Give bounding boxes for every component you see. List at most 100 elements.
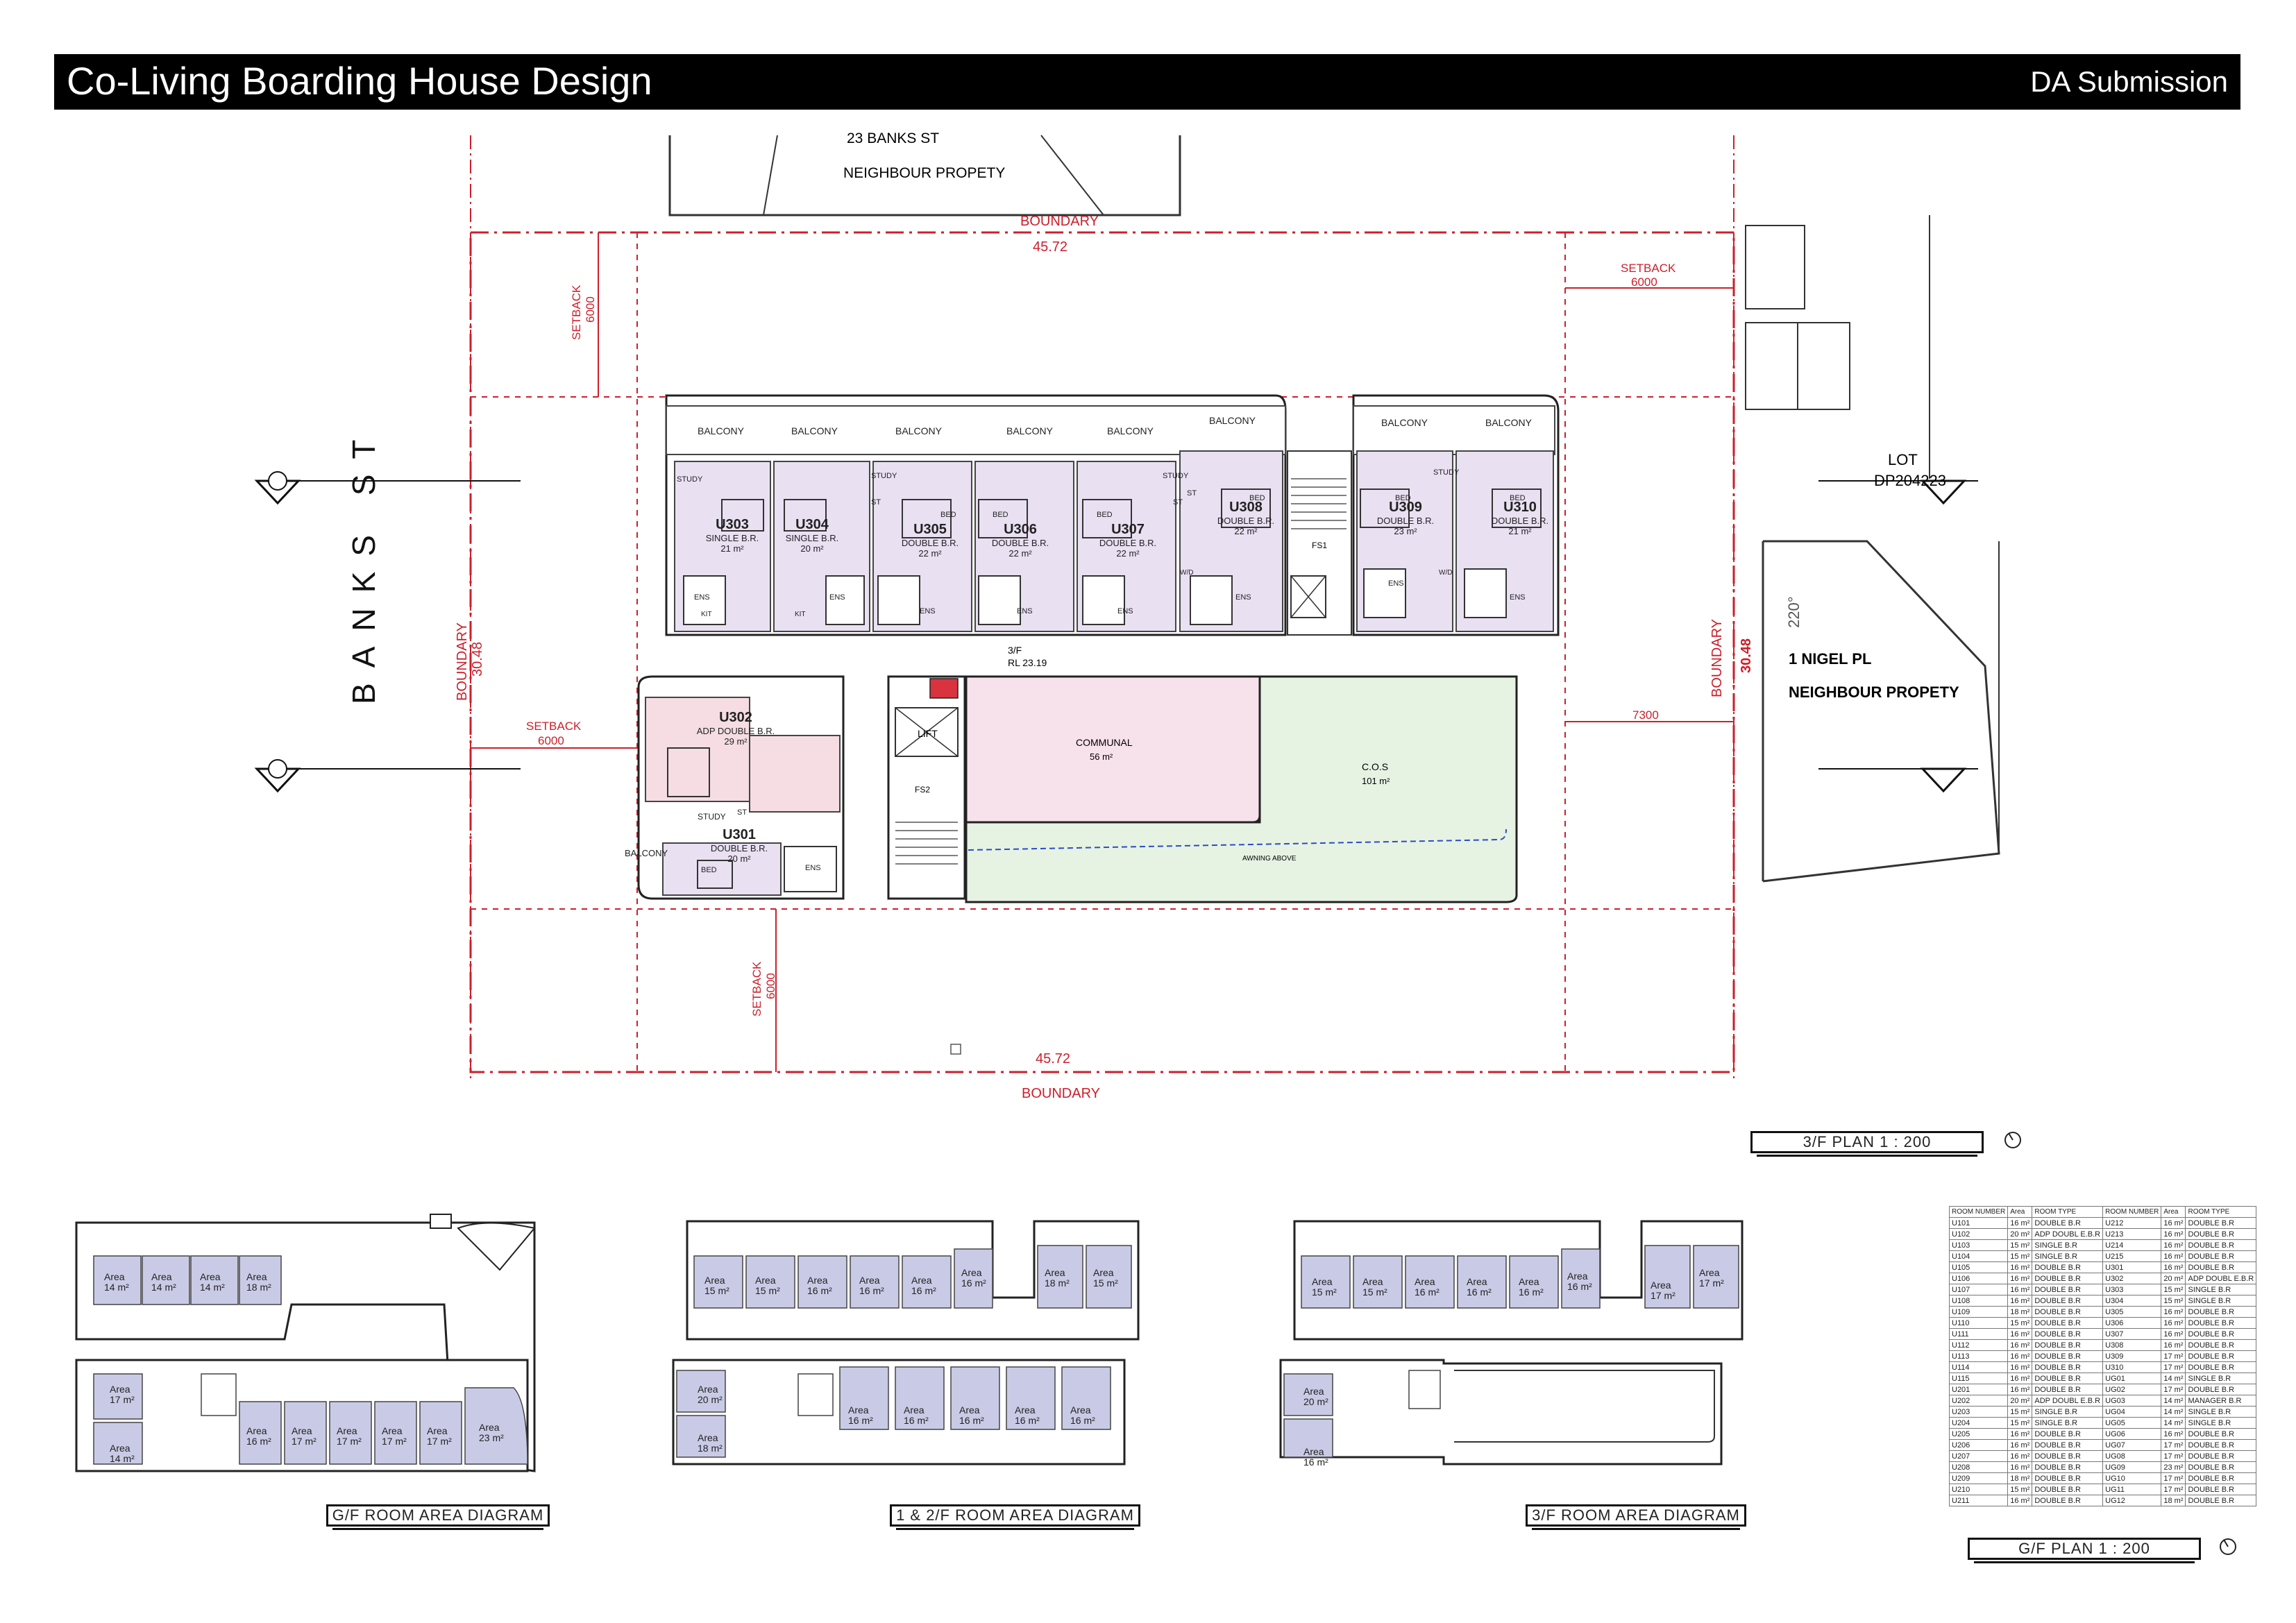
table-cell: 16 m² — [2007, 1261, 2033, 1273]
table-cell: U215 — [2102, 1250, 2162, 1262]
north-neighbour-outline — [668, 135, 1181, 216]
top-area-diagram — [1279, 1220, 1744, 1465]
table-cell: DOUBLE B.R — [2185, 1361, 2257, 1373]
table-cell: 17 m² — [2161, 1439, 2186, 1451]
table-cell: 18 m² — [2007, 1472, 2033, 1484]
study-tag: STUDY — [1163, 472, 1189, 480]
table-cell: U106 — [1948, 1273, 2009, 1284]
table-cell: U112 — [1948, 1339, 2009, 1351]
table-cell: U308 — [2102, 1339, 2162, 1351]
table-cell: 16 m² — [2007, 1295, 2033, 1307]
table-cell: SINGLE B.R — [2032, 1250, 2104, 1262]
communal-open-space — [965, 675, 1518, 903]
north-neighbour-label: NEIGHBOUR PROPETY — [843, 165, 1005, 181]
table-cell: DOUBLE B.R — [2032, 1261, 2104, 1273]
balcony-label: BALCONY — [791, 425, 838, 436]
balcony-label: BALCONY — [698, 425, 744, 436]
boundary-label-right: BOUNDARY — [1710, 619, 1725, 697]
table-cell: 15 m² — [2007, 1317, 2033, 1329]
east-setback-value: 7300 — [1632, 708, 1659, 722]
table-cell: DOUBLE B.R — [2032, 1472, 2104, 1484]
site-angle: 220° — [1785, 596, 1803, 628]
setback-label-east: SETBACK — [1621, 262, 1676, 275]
table-cell: DOUBLE B.R — [2185, 1306, 2257, 1318]
table-cell: DOUBLE B.R — [2032, 1350, 2104, 1362]
storage-tag: ST — [737, 808, 748, 817]
table-cell: 17 m² — [2161, 1350, 2186, 1362]
floor-rl: RL 23.19 — [1008, 657, 1047, 668]
study-tag: STUDY — [677, 475, 703, 484]
lift-label: LIFT — [918, 728, 938, 739]
table-cell: DOUBLE B.R — [2032, 1328, 2104, 1340]
washer-dryer-tag: W/D — [1180, 569, 1194, 577]
balcony-label: BALCONY — [1485, 417, 1532, 428]
table-cell: U102 — [1948, 1228, 2009, 1240]
gf-plan-title: G/F PLAN 1 : 200 — [1968, 1538, 2201, 1563]
study-tag: STUDY — [871, 472, 897, 480]
ensuite-tag: ENS — [829, 593, 845, 602]
table-cell: 17 m² — [2161, 1472, 2186, 1484]
table-cell: U306 — [2102, 1317, 2162, 1329]
communal-area: 56 m² — [1090, 751, 1113, 762]
table-cell: 16 m² — [2007, 1328, 2033, 1340]
table-cell: 15 m² — [2161, 1295, 2186, 1307]
study-tag: STUDY — [698, 812, 726, 822]
width-label-top: 45.72 — [1033, 239, 1067, 255]
table-cell: 16 m² — [2007, 1461, 2033, 1473]
drawing-title: Co-Living Boarding House Design — [67, 59, 652, 103]
table-cell: DOUBLE B.R — [2185, 1428, 2257, 1440]
table-cell: DOUBLE B.R — [2185, 1328, 2257, 1340]
table-cell: UG10 — [2102, 1472, 2162, 1484]
east-neighbour-label: NEIGHBOUR PROPETY — [1789, 683, 1959, 701]
table-cell: 16 m² — [2007, 1273, 2033, 1284]
table-cell: DOUBLE B.R — [2185, 1450, 2257, 1462]
table-cell: UG11 — [2102, 1484, 2162, 1495]
table-cell: U202 — [1948, 1395, 2009, 1407]
table-cell: UG02 — [2102, 1384, 2162, 1395]
east-neighbour-address: 1 NIGEL PL — [1789, 650, 1871, 668]
table-cell: DOUBLE B.R — [2032, 1339, 2104, 1351]
table-cell: U104 — [1948, 1250, 2009, 1262]
table-cell: DOUBLE B.R — [2032, 1461, 2104, 1473]
table-cell: U208 — [1948, 1461, 2009, 1473]
table-cell: 15 m² — [2161, 1284, 2186, 1295]
fire-stair-2: FS2 — [915, 785, 930, 794]
street-name: BANKS ST — [346, 424, 382, 704]
table-cell: DOUBLE B.R — [2185, 1439, 2257, 1451]
table-cell: 16 m² — [2161, 1228, 2186, 1240]
lot-dp-label: DP204223 — [1874, 472, 1946, 489]
table-cell: 15 m² — [2007, 1239, 2033, 1251]
bed-tag: BED — [1097, 511, 1113, 519]
table-cell: U206 — [1948, 1439, 2009, 1451]
table-cell: 18 m² — [2161, 1495, 2186, 1506]
table-cell: SINGLE B.R — [2185, 1406, 2257, 1418]
table-cell: 16 m² — [2161, 1239, 2186, 1251]
east-neighbour-outline — [1762, 540, 2000, 883]
setback-label-south: SETBACK — [750, 961, 763, 1017]
table-cell: UG01 — [2102, 1373, 2162, 1384]
table-cell: UG08 — [2102, 1450, 2162, 1462]
table-cell: DOUBLE B.R — [2185, 1484, 2257, 1495]
